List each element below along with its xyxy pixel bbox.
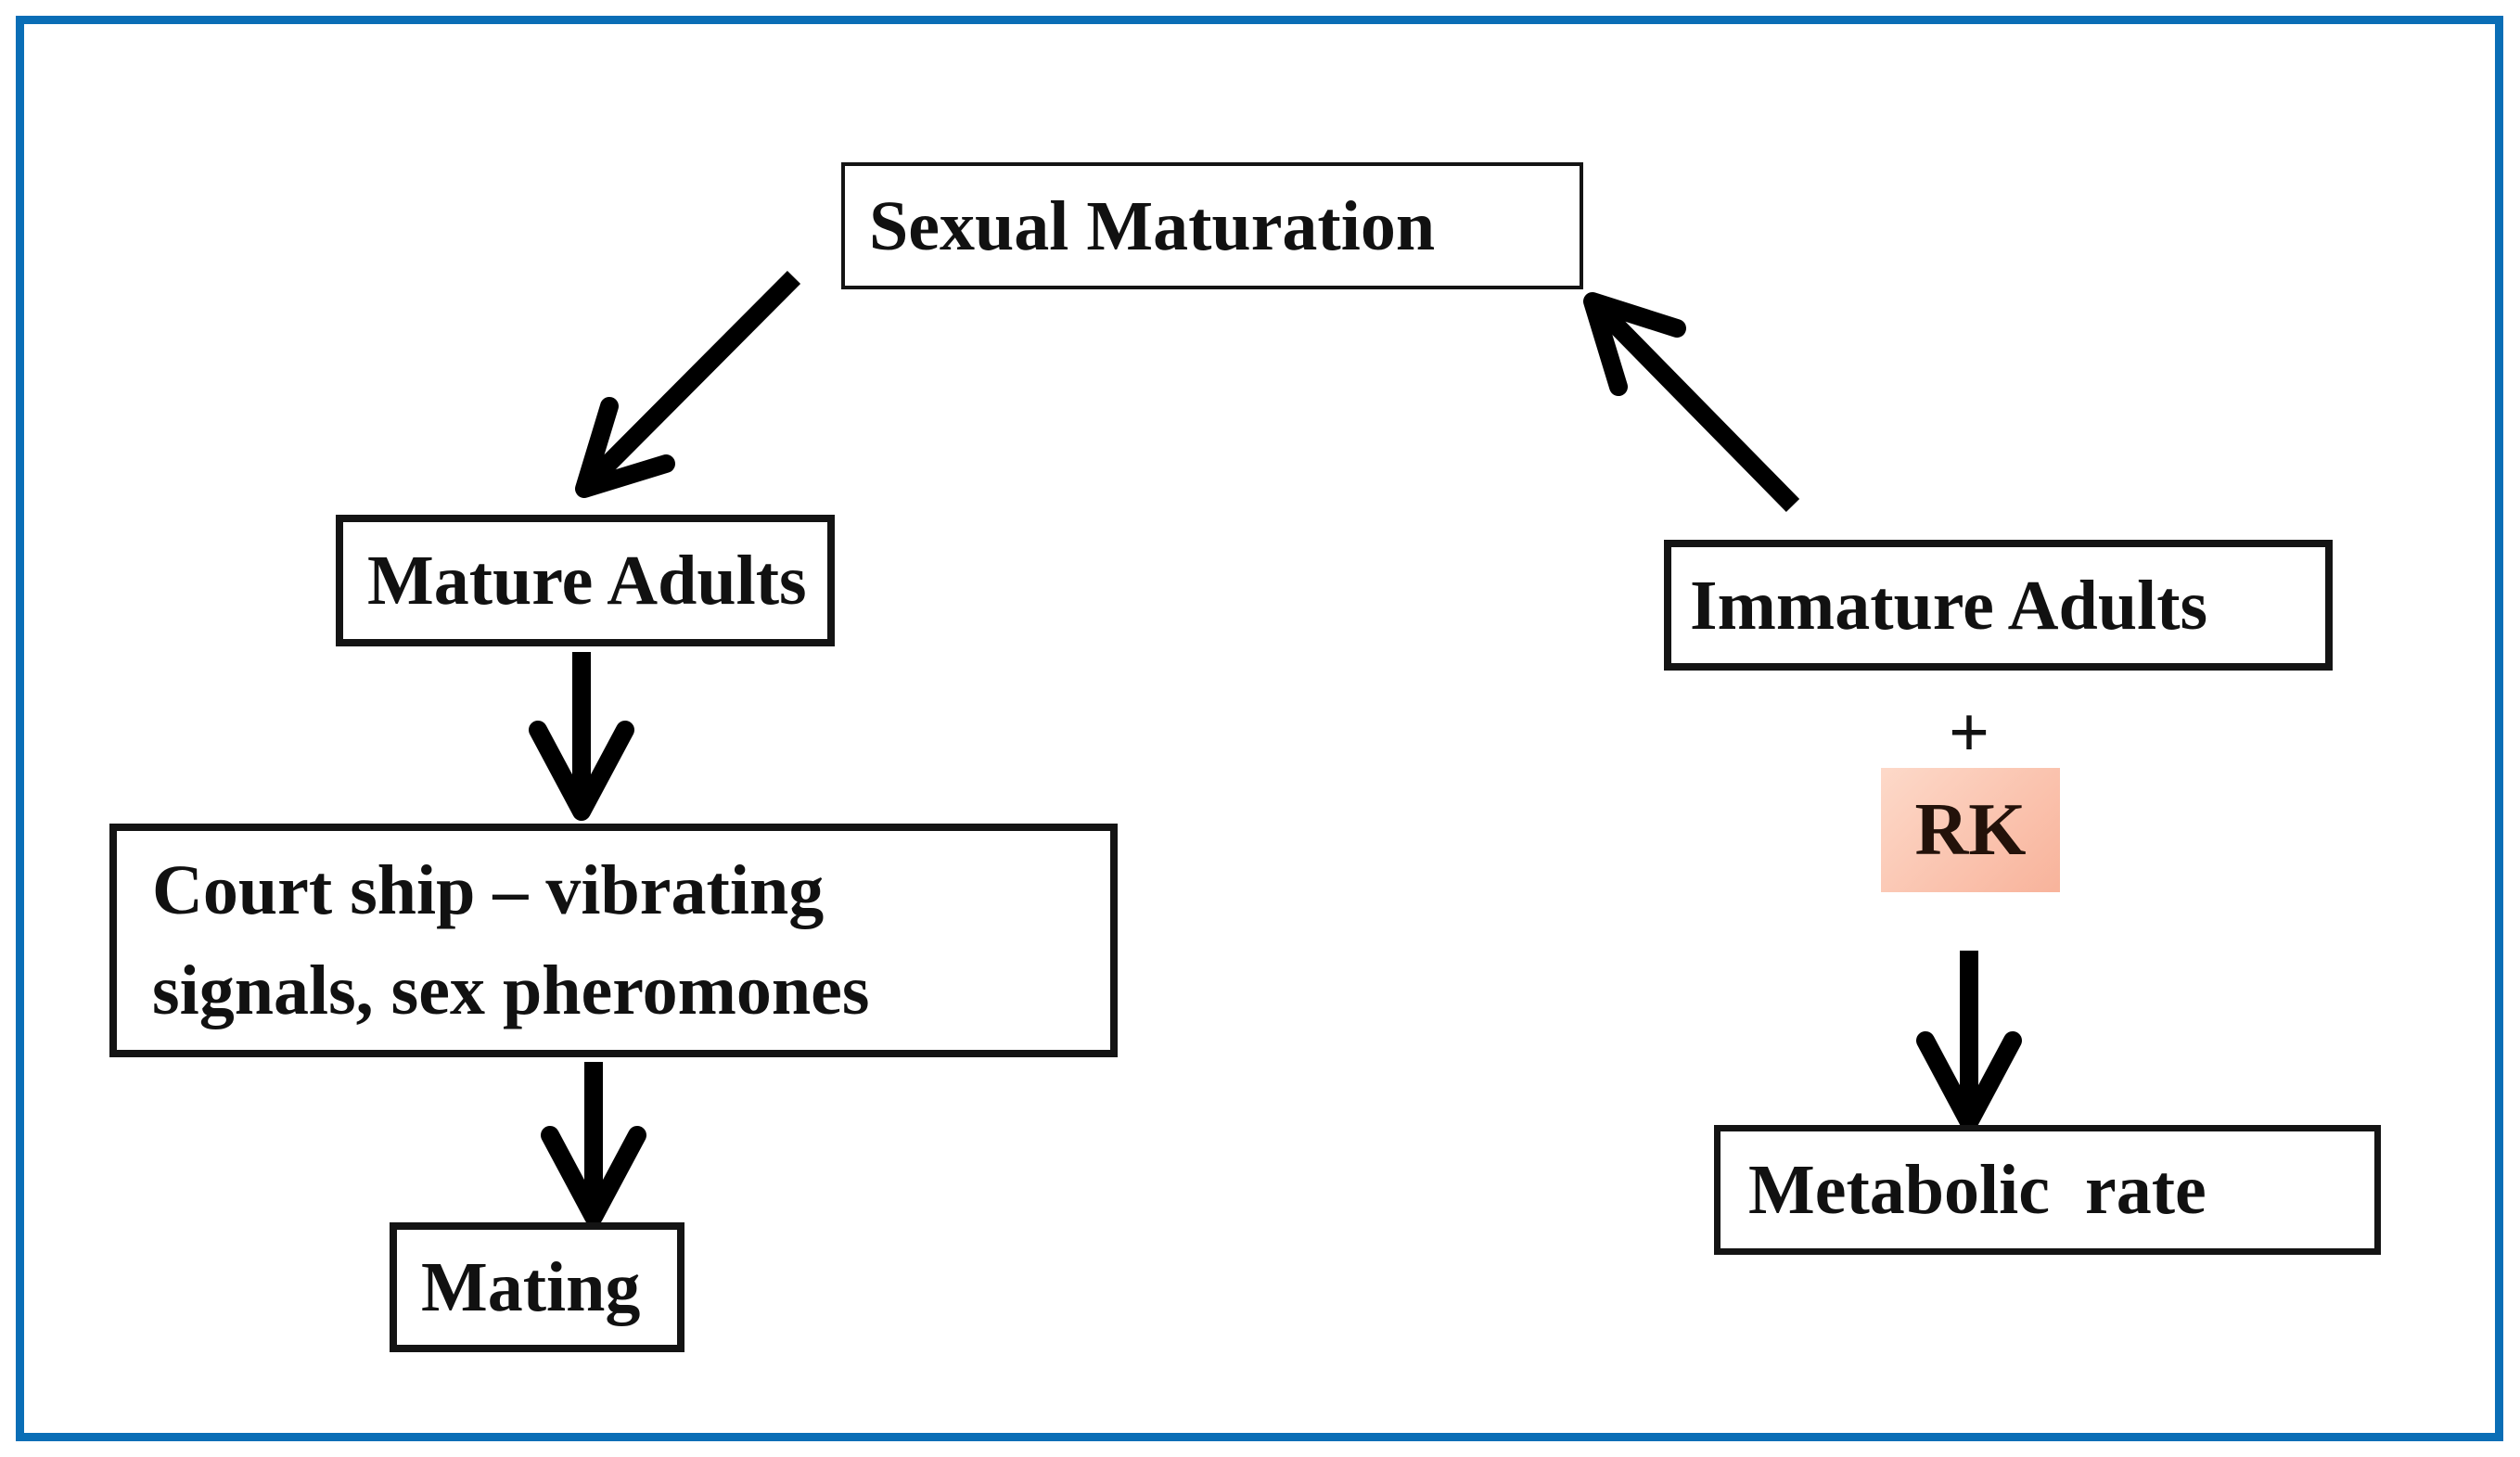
node-sexual-maturation-label: Sexual Maturation <box>869 186 1436 265</box>
node-metabolic-rate: Metabolic rate <box>1714 1125 2381 1255</box>
node-mating: Mating <box>390 1222 684 1352</box>
node-metabolic-rate-label: Metabolic rate <box>1748 1151 2207 1229</box>
node-rk-highlight: RK <box>1881 768 2060 892</box>
plus-sign: + <box>1913 688 2025 777</box>
node-rk-label: RK <box>1914 788 2027 871</box>
node-courtship: Court ship – vibrating signals, sex pher… <box>109 824 1118 1057</box>
node-immature-adults-label: Immature Adults <box>1690 566 2208 645</box>
node-mature-adults: Mature Adults <box>336 515 835 646</box>
node-mating-label: Mating <box>421 1248 641 1326</box>
node-immature-adults: Immature Adults <box>1664 540 2333 671</box>
node-sexual-maturation: Sexual Maturation <box>841 162 1583 289</box>
plus-sign-label: + <box>1948 692 1990 773</box>
node-mature-adults-label: Mature Adults <box>367 542 807 620</box>
node-courtship-label-line2: signals, sex pheromones <box>152 952 870 1029</box>
node-courtship-label-line1: Court ship – vibrating <box>152 851 825 929</box>
